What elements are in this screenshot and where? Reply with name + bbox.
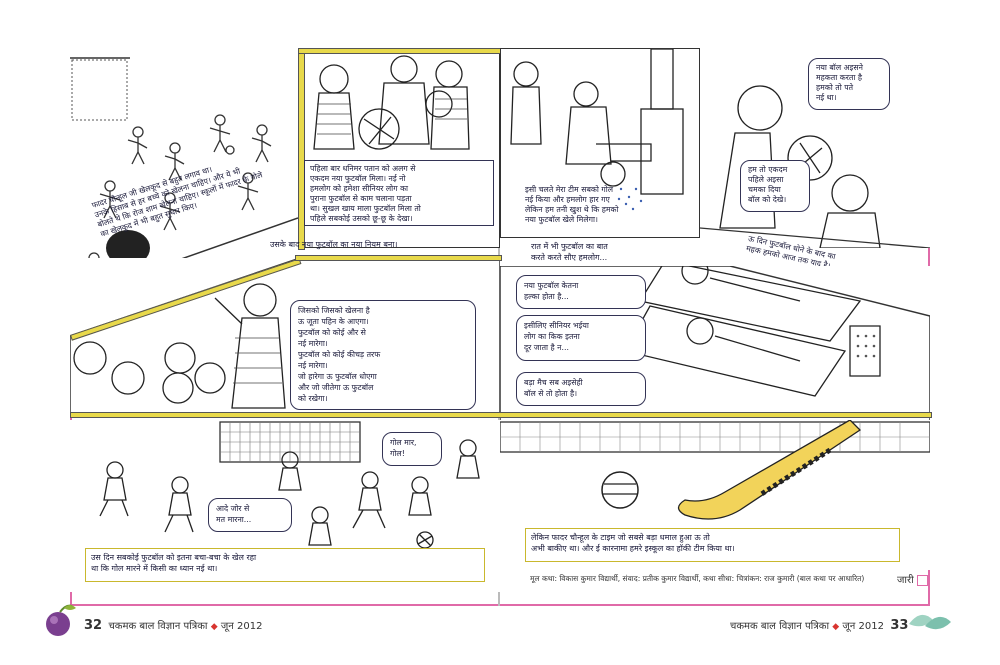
bubble-line: मत मारना... (216, 515, 252, 524)
goal-players-illustration (99, 421, 480, 549)
credits-line: मूल कथा: विकास कुमार विद्यार्थी, संवाद: … (530, 574, 865, 583)
bubble-line: जिसको जिसको खेलना है (298, 306, 370, 315)
bubble-line: फुटबॉल को कोई कीचड़ तरफ (298, 350, 381, 359)
diamond-separator-icon: ◆ (210, 622, 218, 632)
caption-line: पुराना फुटबॉल से काम चलाना पड़ता (310, 194, 412, 203)
bubble-line: गोल! (390, 449, 405, 458)
panel-4-speech-bubble-2: हम तो एकदम पहिले अइसा चमका दिया बॉल को द… (740, 160, 810, 212)
bubble-line: नया बॉल अइसने (816, 63, 863, 72)
bubble-line: चमका दिया (748, 185, 781, 194)
panel-2-caption: पहिला बार धनिमर पतान को अलग से एकदम नया … (304, 160, 494, 226)
bubble-line: फुटबॉल को कोई और से (298, 328, 366, 337)
bubble-line: गोल मार, (390, 438, 417, 447)
bubble-line: नया फुटबॉल केतना (524, 281, 579, 290)
caption-line: लेकिन फादर चौन्हूल के टाइम जो सबसे बड़ा … (531, 533, 710, 542)
caption-line: था कि गोल मारने में किसी का ध्यान नई था। (91, 564, 218, 573)
magazine-title-right: चकमक बाल विज्ञान पत्रिका (730, 621, 830, 632)
caption-line: नई किया और हमलोग हार गए (525, 195, 610, 204)
bubble-line: बॉल को देखे। (748, 195, 787, 204)
panel-7-speech-bubble-1: गोल मार, गोल! (382, 432, 442, 466)
issue-date-left: जून 2012 (220, 621, 263, 632)
bubble-line: हम तो एकदम (748, 165, 788, 174)
caption-line: करते करते सौए हमलोग... (531, 253, 608, 262)
page-number-right: 33 (890, 618, 909, 633)
panel-3-bottom-caption: रात में भी फुटबॉल का बात करते करते सौए ह… (526, 238, 696, 266)
yellow-frame-top (298, 48, 502, 54)
yellow-frame-middle-bottom (70, 412, 932, 418)
panel-7-speech-bubble-2: आदे जोर से मत मारना... (208, 498, 292, 532)
footer-left: 32 चकमक बाल विज्ञान पत्रिका ◆ जून 2012 (84, 618, 262, 633)
caption-line: पहिला बार धनिमर पतान को अलग से (310, 164, 416, 173)
caption-line: लेकिन हम तनी खुश थे कि हमको (525, 205, 619, 214)
bubble-line: दूर जाता है न... (524, 343, 569, 352)
diamond-separator-icon: ◆ (832, 622, 840, 632)
leaf-decoration-icon (909, 614, 951, 630)
panel-4-speech-bubble-1: नया बॉल अइसने महकता करता है हमको तो पते … (808, 58, 890, 110)
panel-5-speech-bubble: जिसको जिसको खेलना है ऊ जूता पहिन के आएगा… (290, 300, 476, 410)
bubble-line: बॉल से तो होता है। (524, 389, 578, 398)
panel-8-caption: लेकिन फादर चौन्हूल के टाइम जो सबसे बड़ा … (525, 528, 900, 562)
panel-2-bottom-caption: उसके बाद नया फुटबॉल का नया नियम बना। (265, 236, 497, 258)
caption-line: नया फुटबॉल खेले मिलेगा। (525, 215, 598, 224)
panel-3-washing-ball (500, 48, 700, 238)
kids-with-ball-illustration (313, 55, 470, 150)
caption-line: उस दिन सबकोई फुटबॉल को इतना बचा-बचा के ख… (91, 553, 257, 562)
footer-right: चकमक बाल विज्ञान पत्रिका ◆ जून 2012 33 (730, 618, 908, 633)
panel-6-speech-bubble-1: नया फुटबॉल केतना हल्का होता है... (516, 275, 646, 309)
continued-label: जारी (897, 572, 928, 586)
caption-line: अभी बाकीए था। और ई कारनामा हमरे इस्कूल क… (531, 544, 735, 553)
hockey-illustration (500, 420, 930, 520)
panel-6-speech-bubble-2: इसीलिए सीनियर भईया लोग का किक इतना दूर ज… (516, 315, 646, 361)
panel-6-speech-bubble-3: बड़ा मैच सब अइसेही बॉल से तो होता है। (516, 372, 646, 406)
bubble-line: नई था। (816, 93, 837, 102)
continued-text: जारी (897, 575, 914, 586)
bubble-line: नई मारेगा। (298, 339, 328, 348)
bubble-line: इसीलिए सीनियर भईया (524, 321, 589, 330)
bubble-line: लोग का किक इतना (524, 332, 580, 341)
magazine-title-left: चकमक बाल विज्ञान पत्रिका (108, 621, 208, 632)
field-illustration (70, 57, 298, 299)
caption-line: पहिले सबकोई उसको छू-छू के देखा। (310, 214, 413, 223)
page-number-left: 32 (84, 618, 103, 633)
caption-line: था। सुखल खाय माला फुटबॉल मिला तो (310, 204, 421, 213)
caption-line: हमलोग को हमेशा सीनियर लोग का (310, 184, 409, 193)
bubble-line: पहिले अइसा (748, 175, 784, 184)
issue-date-right: जून 2012 (842, 621, 884, 632)
bubble-line: हमको तो पते (816, 83, 854, 92)
boys-illustration (700, 85, 930, 248)
bubble-line: और जो जीतेगा ऊ फुटबॉल (298, 383, 374, 392)
bubble-line: हल्का होता है... (524, 292, 569, 301)
panel-7-caption: उस दिन सबकोई फुटबॉल को इतना बचा-बचा के ख… (85, 548, 485, 582)
continued-box-icon (916, 574, 928, 586)
caption-line: एकदम नया फुटबॉल मिला। नई नो (310, 174, 406, 183)
bubble-line: नई मारेगा। (298, 361, 328, 370)
tap-washing-illustration (510, 49, 684, 211)
bubble-line: बड़ा मैच सब अइसेही (524, 378, 583, 387)
caption-line: इसी चलते मेरा टीम सबको गोल (525, 185, 614, 194)
bubble-line: को रखेगा। (298, 394, 328, 403)
bubble-line: आदे जोर से (216, 504, 250, 513)
bubble-line: जो हारेगा ऊ फुटबॉल धोएगा (298, 372, 377, 381)
caption-line: उसके बाद नया फुटबॉल का नया नियम बना। (270, 240, 398, 249)
bubble-line: ऊ जूता पहिन के आएगा। (298, 317, 369, 326)
plum-fruit-icon (46, 604, 76, 636)
bubble-line: महकता करता है (816, 73, 862, 82)
yellow-frame-middle-top (295, 255, 502, 261)
caption-line: रात में भी फुटबॉल का बात (531, 242, 608, 251)
panel-3-caption: इसी चलते मेरा टीम सबको गोल नई किया और हम… (520, 182, 690, 230)
